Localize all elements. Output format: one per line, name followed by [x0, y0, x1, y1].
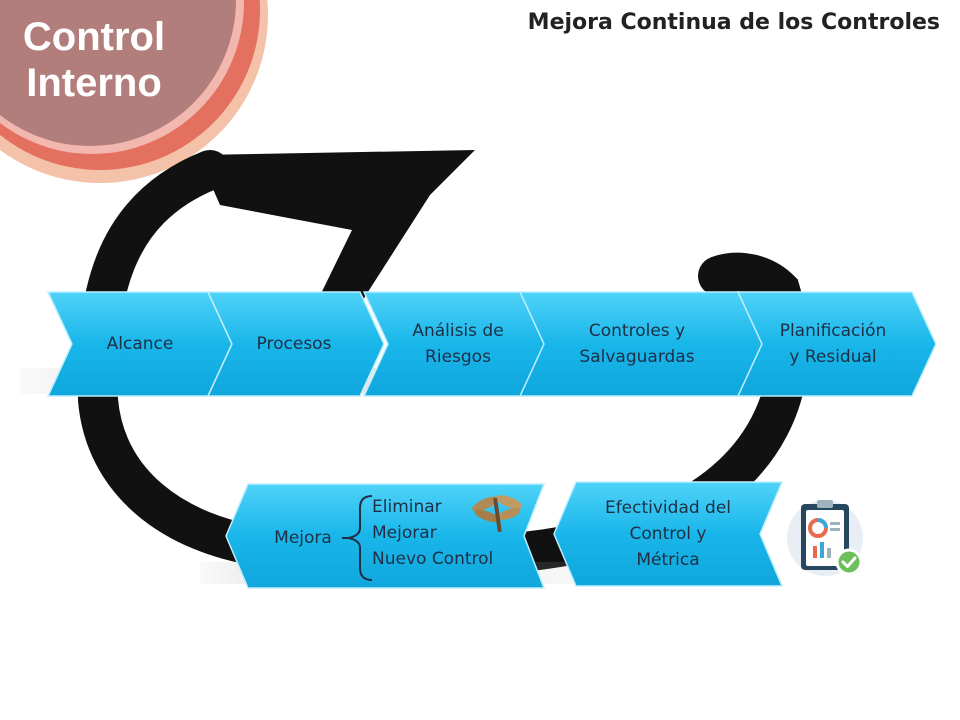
step-label-controles: Controles y Salvaguardas	[544, 292, 730, 396]
badge-line-2: Interno	[26, 61, 162, 105]
chevron-mejora	[225, 483, 546, 589]
step-2-line-1: Procesos	[256, 334, 332, 354]
step-1-line-1: Alcance	[106, 334, 174, 354]
efectividad-label: Efectividad del Control y Métrica	[580, 482, 756, 586]
badge-line-1: Control	[22, 15, 166, 59]
efectividad-line-1: Efectividad del	[604, 498, 732, 518]
chevron-planificacion	[736, 291, 937, 397]
page-title: Mejora Continua de los Controles	[527, 10, 940, 35]
dragonfly-icon	[472, 495, 523, 533]
mejora-items: Eliminar Mejorar Nuevo Control	[372, 494, 493, 572]
process-chevrons	[46, 291, 937, 397]
mejora-item: Nuevo Control	[372, 549, 494, 569]
badge-title: Control Interno	[14, 14, 174, 106]
step-5-line-2: y Residual	[789, 347, 877, 367]
step-label-planificacion: Planificación y Residual	[760, 292, 906, 396]
step-3-line-1: Análisis de	[412, 321, 504, 341]
step-label-analisis: Análisis de Riesgos	[384, 292, 532, 396]
step-label-alcance: Alcance	[72, 292, 208, 396]
mejora-label: Mejora	[274, 528, 332, 548]
efectividad-line-2: Control y	[629, 524, 707, 544]
clipboard-report-icon	[787, 500, 863, 576]
chevron-procesos	[206, 291, 385, 397]
step-label-procesos: Procesos	[228, 292, 360, 396]
mejora-item: Eliminar	[372, 497, 442, 517]
chevron-efectividad	[553, 481, 784, 587]
mejora-item: Mejorar	[372, 523, 437, 543]
corner-badge	[0, 0, 268, 183]
step-4-line-2: Salvaguardas	[579, 347, 695, 367]
step-3-line-2: Riesgos	[425, 347, 491, 367]
step-5-line-1: Planificación	[779, 321, 887, 341]
efectividad-line-3: Métrica	[636, 550, 700, 570]
step-4-line-1: Controles y	[588, 321, 686, 341]
